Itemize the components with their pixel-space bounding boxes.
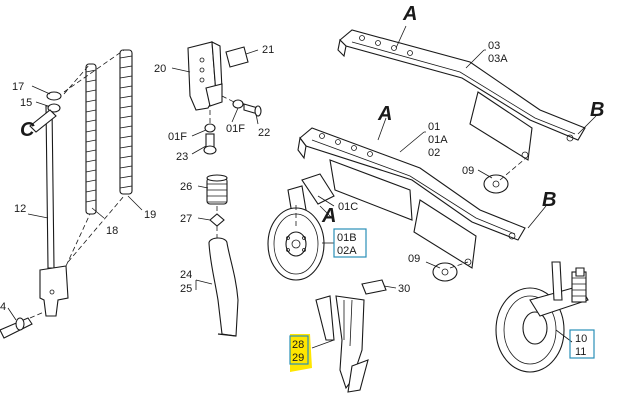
label-A-top: A xyxy=(402,3,417,25)
washer-27 xyxy=(209,206,225,238)
disc-coulter-01B xyxy=(267,205,325,281)
spring-19 xyxy=(119,49,133,195)
label-15: 15 xyxy=(20,97,32,109)
label-30: 30 xyxy=(398,283,410,295)
callout-box-28-29 xyxy=(289,335,309,365)
label-19: 19 xyxy=(144,209,156,221)
highlight-marker-28-29 xyxy=(290,334,312,372)
plate-21 xyxy=(225,46,249,68)
frame-beam-upper xyxy=(337,29,586,161)
label-09-lower: 09 xyxy=(408,253,420,265)
callout-box-01B-02A xyxy=(333,228,367,258)
leader-lines xyxy=(7,25,597,349)
label-12: 12 xyxy=(14,203,26,215)
nut-01F-left xyxy=(204,110,216,133)
label-B-upper: B xyxy=(590,99,604,121)
label-C: C xyxy=(20,119,35,141)
label-28: 28 xyxy=(292,339,304,351)
label-24: 24 xyxy=(180,269,192,281)
label-02: 02 xyxy=(428,147,440,159)
label-01B: 01B xyxy=(337,232,357,244)
label-B-lower: B xyxy=(542,189,556,211)
rod-12 xyxy=(39,105,69,317)
plate-30 xyxy=(361,279,387,295)
washer-15 xyxy=(47,103,61,113)
spring-26 xyxy=(206,174,228,205)
bolt-22 xyxy=(243,103,262,117)
label-A-middle: A xyxy=(377,103,392,125)
label-18: 18 xyxy=(106,225,118,237)
label-23: 23 xyxy=(176,151,188,163)
washer-09-lower xyxy=(432,261,469,282)
label-22: 22 xyxy=(258,127,270,139)
label-01A: 01A xyxy=(428,134,448,146)
pin-C xyxy=(29,109,57,133)
label-01: 01 xyxy=(428,121,440,133)
nut-01F-right xyxy=(221,95,244,109)
label-26: 26 xyxy=(180,181,192,193)
bracket-20 xyxy=(187,41,223,111)
label-21: 21 xyxy=(262,44,274,56)
bolt-4 xyxy=(0,311,45,339)
label-4: 4 xyxy=(0,301,6,313)
label-29: 29 xyxy=(292,352,304,364)
label-03A: 03A xyxy=(488,53,508,65)
label-27: 27 xyxy=(180,213,192,225)
bolt-23 xyxy=(203,133,217,155)
label-20: 20 xyxy=(154,63,166,75)
guide-dashes-springs xyxy=(63,49,125,267)
label-03: 03 xyxy=(488,40,500,52)
label-A-disc: A xyxy=(321,205,336,227)
label-01F-left: 01F xyxy=(168,131,187,143)
label-02A: 02A xyxy=(337,245,357,257)
tube-24 xyxy=(208,237,239,337)
disc-10 xyxy=(495,261,589,373)
tine-28 xyxy=(315,295,369,393)
label-11: 11 xyxy=(575,346,586,358)
label-17: 17 xyxy=(12,81,24,93)
frame-beam-lower xyxy=(297,127,526,269)
label-01C: 01C xyxy=(338,201,358,213)
label-01F-right: 01F xyxy=(226,123,245,135)
label-25: 25 xyxy=(180,283,192,295)
label-09-upper: 09 xyxy=(462,165,474,177)
washer-09-upper xyxy=(483,157,527,194)
label-10: 10 xyxy=(575,333,587,345)
washer-17 xyxy=(46,91,62,101)
callout-box-10-11 xyxy=(569,329,595,359)
spring-18 xyxy=(85,63,97,215)
